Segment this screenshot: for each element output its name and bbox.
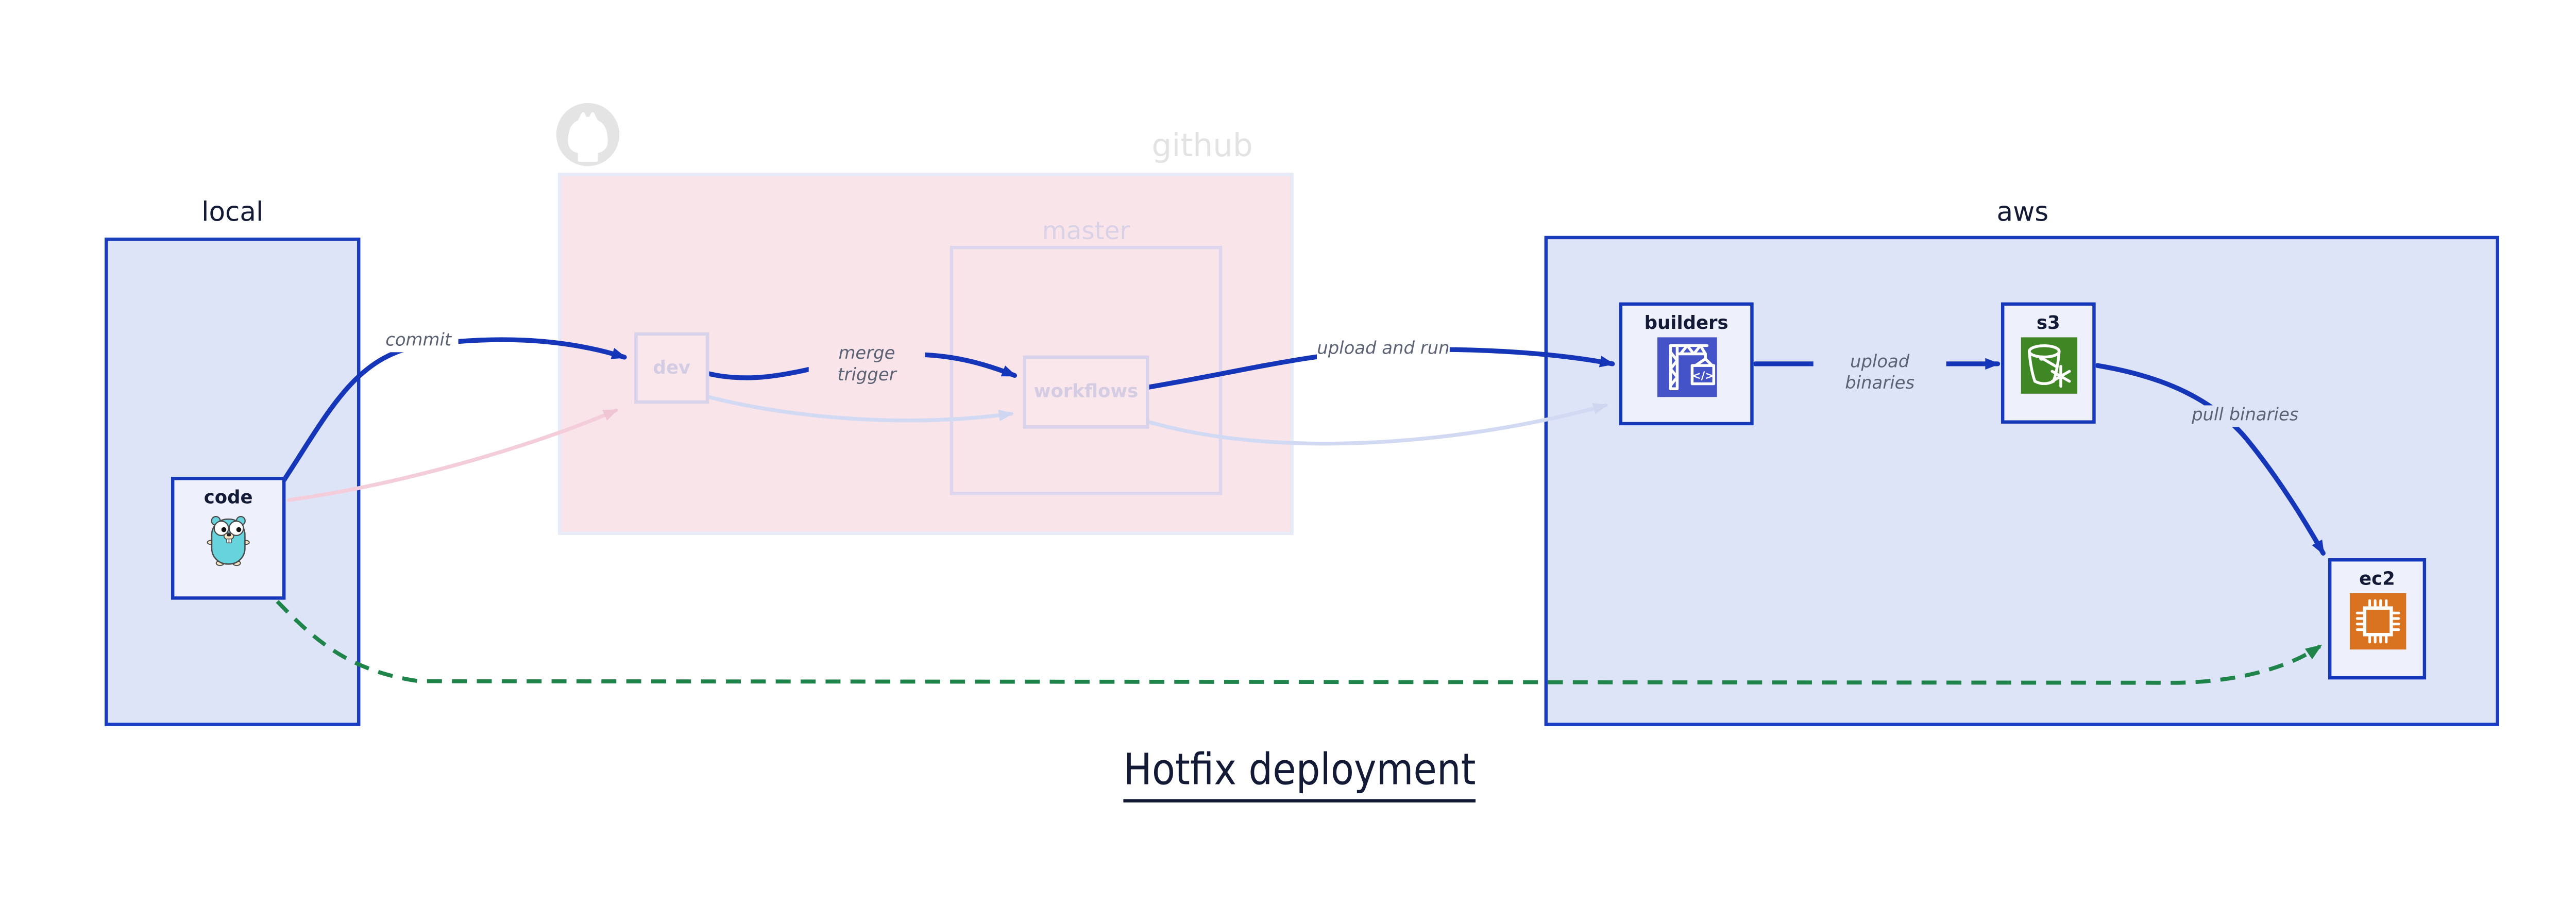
local-label: local [201,196,264,228]
code-node: code [171,477,286,600]
go-gopher-icon [207,515,250,566]
commit-edge-label: commit [378,330,459,353]
ec2-label: ec2 [2359,568,2395,590]
builders-label: builders [1644,312,1728,334]
builders-node: builders </> [1619,302,1754,426]
dev-node: dev [634,332,709,404]
workflows-node: workflows [1023,355,1149,429]
commit-edge [281,337,627,483]
diagram-title: Hotfix deployment [1051,746,1549,803]
master-group [950,246,1223,495]
github-label: github [1151,128,1253,165]
upload-binaries-edge-label: upload binaries [1813,352,1946,396]
codebuild-crane-icon: </> [1656,337,1717,397]
aws-label: aws [1996,196,2049,228]
workflows-to-builders-faded-edge [1147,403,1608,446]
s3-label: s3 [2036,312,2060,334]
svg-text:</>: </> [1691,370,1713,382]
github-octocat-icon [556,103,620,166]
dev-label: dev [653,356,691,378]
merge-trigger-edge-label: merge trigger [808,344,925,388]
pull-binaries-edge [2095,363,2326,556]
ec2-node: ec2 [2328,558,2427,680]
code-label: code [204,487,253,509]
code-to-dev-faded-edge [287,408,619,502]
workflows-label: workflows [1033,380,1139,403]
s3-node: s3 [2001,302,2096,424]
hotfix-dashed-edge [276,600,2323,685]
s3-glacier-bucket-icon [2020,337,2077,394]
pull-binaries-edge-label: pull binaries [2187,405,2303,427]
master-label: master [1042,216,1130,246]
upload-and-run-edge-label: upload and run [1316,339,1450,361]
diagram-title-text: Hotfix deployment [1124,746,1477,803]
ec2-chip-icon [2349,593,2405,650]
dev-to-workflows-faded-edge [707,395,1014,423]
